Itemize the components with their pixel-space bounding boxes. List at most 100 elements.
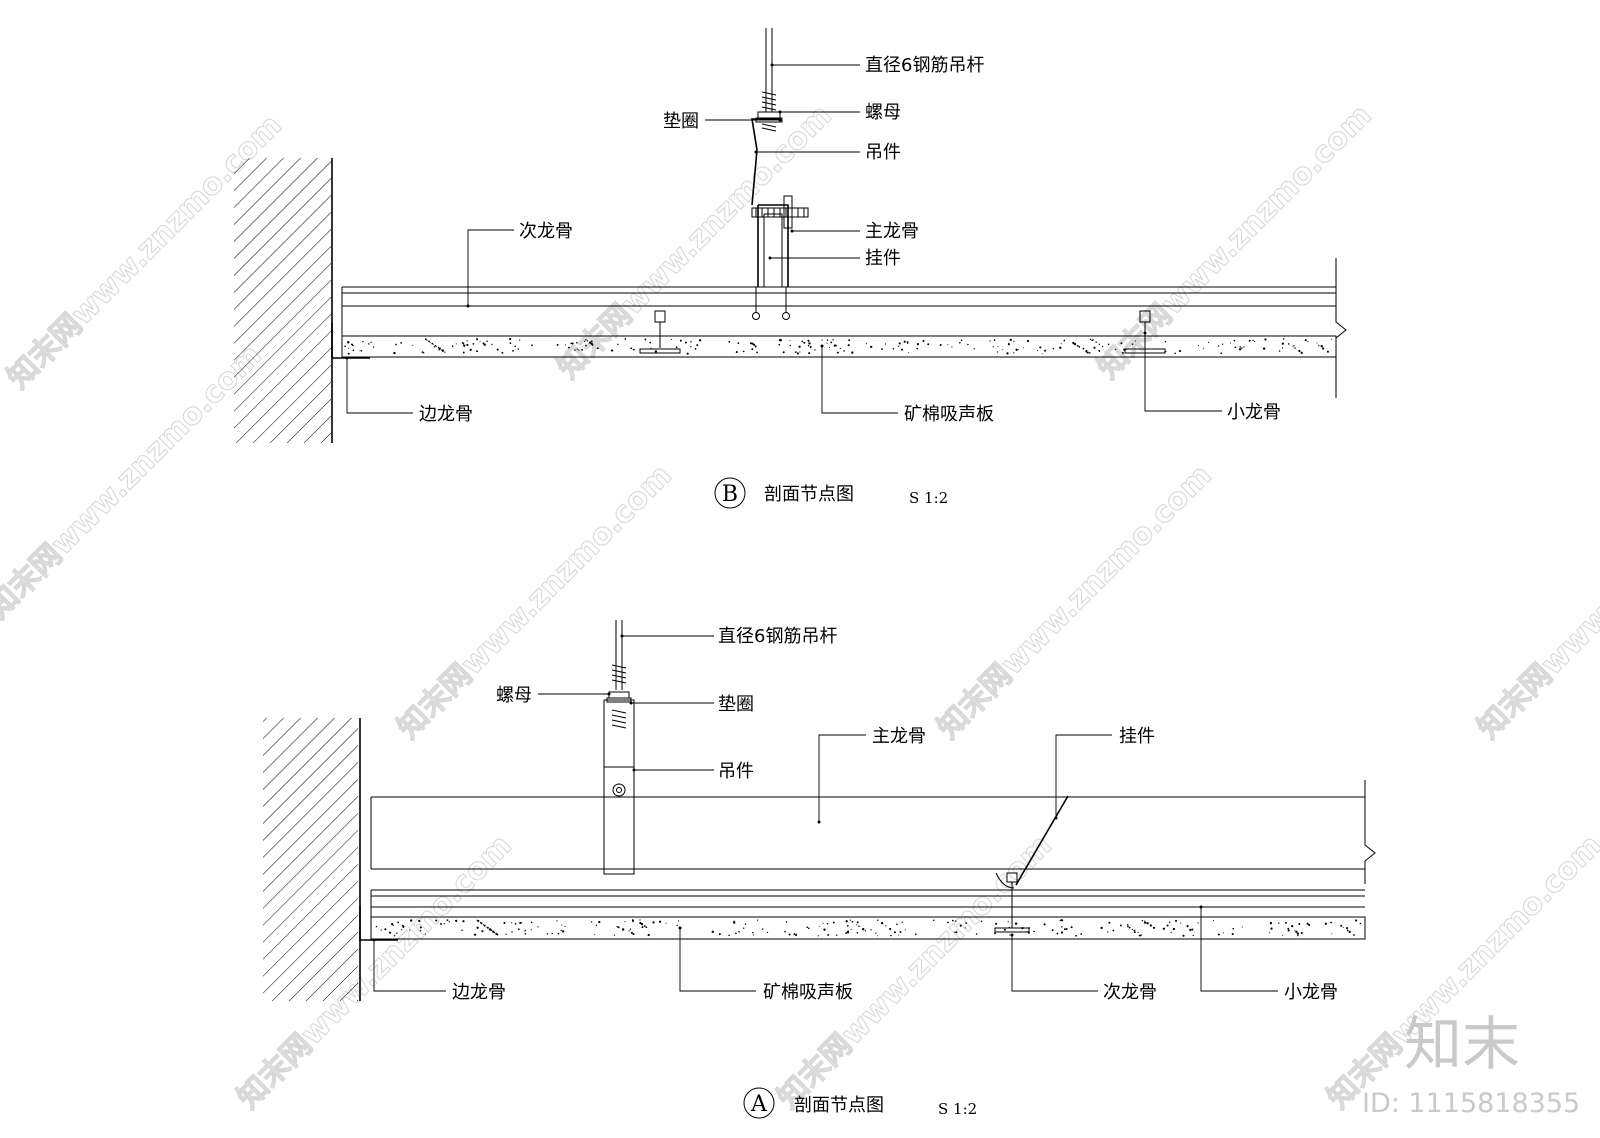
label-nut: 螺母: [496, 685, 611, 706]
board-speckle: [1174, 919, 1178, 922]
label-clip: 挂件: [1054, 726, 1155, 820]
board-speckle: [1297, 934, 1299, 937]
board-speckle: [737, 342, 740, 345]
board-speckle: [616, 925, 618, 928]
board-speckle: [1131, 928, 1133, 931]
board-speckle: [392, 924, 394, 927]
board-speckle: [443, 922, 445, 925]
board-speckle: [1133, 930, 1135, 932]
board-speckle: [808, 342, 811, 345]
board-speckle: [432, 343, 434, 345]
board-speckle: [1086, 351, 1089, 354]
break-line: [1364, 780, 1376, 884]
board-speckle: [372, 346, 375, 348]
board-speckle: [557, 932, 560, 935]
detail-a-title: A 剖面节点图 S 1:2: [743, 1087, 977, 1119]
board-speckle: [1146, 922, 1149, 925]
board-speckle: [389, 931, 392, 934]
board-speckle: [629, 928, 632, 930]
board-speckle: [1073, 342, 1077, 346]
board-speckle: [904, 929, 906, 931]
board-speckle: [1253, 340, 1256, 343]
board-speckle: [803, 341, 806, 344]
board-speckle: [578, 349, 580, 351]
label-rod: 直径6钢筋吊杆: [770, 55, 984, 76]
board-speckle: [644, 338, 647, 341]
board-speckle: [1143, 921, 1147, 924]
board-speckle: [832, 921, 835, 924]
clip-hooks: [752, 287, 790, 320]
board-speckle: [461, 929, 463, 932]
board-speckle: [1013, 352, 1015, 354]
board-speckle: [509, 342, 512, 344]
board-speckle: [696, 344, 699, 347]
board-speckle: [1316, 342, 1318, 344]
board-speckle: [519, 339, 521, 341]
board-speckle: [1287, 927, 1290, 930]
board-speckle: [856, 924, 858, 926]
board-speckle: [509, 337, 512, 341]
board-speckle: [496, 348, 499, 351]
board-speckle: [1036, 349, 1038, 352]
hanger-rod: [755, 28, 783, 132]
board-speckle: [531, 344, 533, 347]
board-speckle: [1238, 348, 1242, 351]
board-speckle: [1166, 924, 1169, 927]
detail-b-title: B 剖面节点图 S 1:2: [714, 477, 948, 509]
board-speckle: [630, 931, 633, 934]
board-speckle: [505, 933, 507, 935]
board-speckle: [424, 338, 427, 341]
board-speckle: [611, 349, 614, 352]
board-speckle: [862, 928, 865, 931]
board-speckle: [947, 921, 949, 924]
board-speckle: [819, 925, 821, 927]
board-speckle: [1052, 347, 1055, 350]
board-speckle: [585, 344, 587, 347]
board-speckle: [1239, 346, 1241, 348]
detail-b-scale: S 1:2: [909, 489, 948, 507]
board-speckle: [832, 339, 834, 341]
board-speckle: [433, 346, 436, 348]
board-speckle: [1063, 928, 1066, 931]
board-speckle: [1202, 348, 1204, 350]
label-washer: 垫圈: [629, 694, 754, 715]
board-speckle: [880, 922, 884, 925]
main-keel-inner: [763, 213, 783, 287]
board-speckle: [826, 342, 828, 344]
board-speckle: [1353, 934, 1355, 936]
board-speckle: [1243, 346, 1245, 348]
board-speckle: [658, 920, 662, 923]
detail-a-section: 直径6钢筋吊杆 螺母 垫圈 吊件 主龙骨 挂件: [263, 620, 1376, 1119]
label-main-keel-text: 主龙骨: [872, 726, 926, 747]
board-speckle: [898, 342, 901, 345]
board-speckle: [814, 349, 816, 351]
board-speckle: [898, 934, 900, 936]
board-speckle: [973, 348, 975, 350]
board-speckle: [846, 925, 849, 927]
board-speckle: [756, 351, 758, 354]
board-speckle: [922, 340, 925, 342]
board-speckle: [585, 339, 587, 341]
board-speckle: [530, 929, 532, 931]
board-speckle: [1149, 924, 1152, 927]
board-speckle: [1180, 922, 1182, 924]
label-nut-text: 螺母: [865, 102, 901, 123]
secondary-keel: [341, 286, 1336, 336]
board-speckle: [1100, 926, 1103, 930]
board-speckle: [560, 929, 562, 932]
board-speckle: [1075, 934, 1078, 937]
board-speckle: [1342, 926, 1344, 928]
label-nut-text: 螺母: [496, 685, 532, 706]
board-speckle: [1091, 339, 1093, 342]
board-speckle: [795, 934, 797, 937]
board-speckle: [476, 350, 478, 353]
board-speckle: [1065, 928, 1068, 930]
board-speckle: [1128, 926, 1131, 929]
board-speckle: [486, 340, 488, 342]
board-speckle: [1359, 922, 1362, 925]
board-speckle: [1278, 922, 1280, 924]
board-speckle: [473, 933, 477, 936]
board-speckle: [1348, 930, 1351, 934]
board-speckle: [1318, 345, 1320, 347]
board-speckle: [896, 923, 898, 926]
